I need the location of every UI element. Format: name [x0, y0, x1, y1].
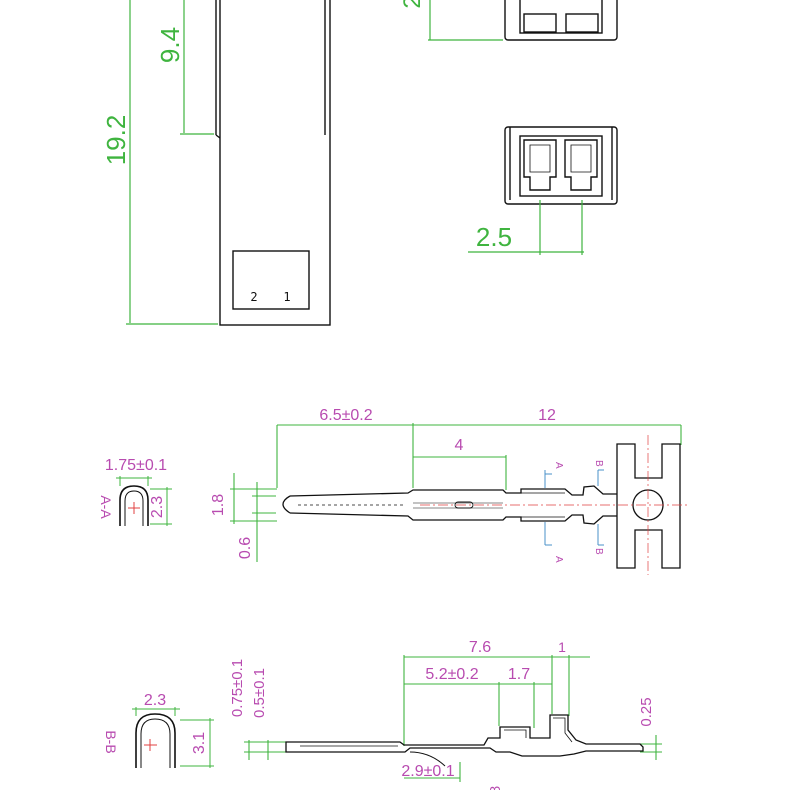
section-markers — [544, 469, 604, 546]
housing-front-view — [504, 126, 618, 205]
dim-side-thickness-b: 0.5±0.1 — [251, 668, 268, 718]
dim-side-crimp: 5.2±0.2 — [425, 666, 478, 683]
terminal-top-outline — [282, 443, 681, 569]
dim-side-total: 7.6 — [469, 639, 491, 656]
section-bb-center — [144, 739, 157, 751]
section-a-bottom: A — [553, 556, 564, 563]
dim-bb-width: 2.3 — [144, 692, 166, 709]
dim-aa-height: 2.3 — [149, 496, 166, 518]
dim-height: 1.8 — [210, 494, 227, 516]
section-b-top: B — [593, 460, 604, 467]
dimension-2-5 — [468, 200, 584, 255]
dimension-19-2 — [126, 0, 218, 325]
dim-crimp-length: 4 — [455, 437, 464, 454]
dimension-9-4 — [180, 0, 214, 135]
dim-bb-height: 3.1 — [191, 732, 208, 754]
terminal-side-dimension-lines — [244, 655, 662, 782]
dim-overall-length: 19.2 — [101, 115, 131, 166]
dim-side-bottom: 2.9±0.1 — [401, 763, 454, 780]
housing-front-view-top — [504, 0, 618, 41]
section-b-bottom: B — [593, 548, 604, 555]
dim-pitch: 2.5 — [476, 222, 512, 252]
dim-side-right: 0.25 — [638, 697, 655, 726]
section-bb-label: B-B — [103, 730, 119, 753]
dim-side-bottom-partial: 8 — [487, 786, 504, 790]
dim-contact-length: 6.5±0.2 — [319, 407, 372, 424]
dim-side-thickness-a: 0.75±0.1 — [229, 659, 246, 717]
dim-aa-width: 1.75±0.1 — [105, 457, 167, 474]
dim-top-partial: 2 — [399, 0, 426, 9]
dim-total-length: 12 — [538, 407, 556, 424]
terminal-side-outline — [285, 714, 644, 767]
section-aa-shape — [119, 485, 149, 526]
section-aa-dims — [116, 476, 172, 526]
dim-side-tip: 1 — [558, 639, 566, 655]
terminal-top-dimension-lines — [230, 423, 682, 562]
section-bb-dims — [132, 707, 214, 768]
dim-slot-length: 9.4 — [155, 27, 185, 63]
housing-top-view — [215, 0, 331, 326]
section-bb-shape — [135, 713, 176, 768]
pin-label-1: 1 — [283, 290, 290, 304]
section-a-top: A — [553, 462, 564, 469]
dimension-top-partial — [428, 0, 503, 41]
pin-label-2: 2 — [250, 290, 257, 304]
section-aa-center — [128, 502, 140, 514]
dim-side-insulation: 1.7 — [508, 666, 530, 683]
section-aa-label: A-A — [98, 495, 114, 519]
dim-thickness: 0.6 — [237, 537, 254, 559]
